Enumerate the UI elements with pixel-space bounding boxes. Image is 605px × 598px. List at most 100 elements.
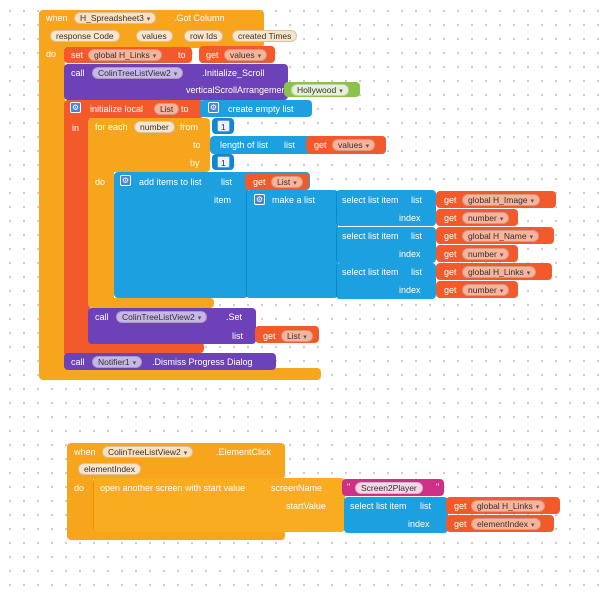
- param-created-times[interactable]: created Times: [232, 30, 298, 42]
- get-label-10: get: [263, 331, 276, 341]
- get-label: get: [206, 50, 219, 60]
- chevron-down-icon: ▾: [183, 450, 188, 457]
- param-values[interactable]: values: [136, 30, 173, 42]
- chevron-down-icon: ▾: [499, 252, 504, 259]
- event-block2-body-left: [67, 476, 93, 536]
- call-label: call: [71, 68, 85, 78]
- chevron-down-icon: ▾: [293, 180, 297, 187]
- gear-icon[interactable]: ⚙: [120, 175, 131, 186]
- chevron-down-icon: ▾: [531, 522, 535, 529]
- values-var-dropdown-2[interactable]: values▾: [332, 139, 376, 151]
- chevron-down-icon: ▾: [197, 315, 202, 322]
- select-list-item-links[interactable]: [336, 263, 436, 299]
- chevron-down-icon: ▾: [146, 16, 151, 23]
- hollywood-dropdown[interactable]: Hollywood▾: [291, 84, 349, 96]
- gear-icon[interactable]: ⚙: [208, 102, 219, 113]
- set-method-label: .Set: [226, 312, 243, 322]
- select-list-item-image[interactable]: [336, 190, 436, 226]
- tree-component-dropdown-3[interactable]: ColinTreeListView2▾: [102, 446, 194, 458]
- chevron-down-icon: ▾: [339, 88, 343, 95]
- item-label: item: [214, 195, 232, 205]
- param-response-code[interactable]: response Code: [50, 30, 120, 42]
- quote-close-icon: ": [436, 482, 440, 492]
- for-each-label: for each: [95, 122, 128, 132]
- get-label-3: get: [253, 177, 266, 187]
- number-var-dropdown-2[interactable]: number▾: [462, 248, 510, 260]
- list-label-3: list: [411, 195, 422, 205]
- number-var-dropdown-3[interactable]: number▾: [462, 284, 510, 296]
- open-another-screen-block[interactable]: [93, 478, 345, 532]
- param-element-index[interactable]: elementIndex: [78, 463, 142, 475]
- chevron-down-icon: ▾: [173, 71, 178, 78]
- select-list-item-label-4: select list item: [350, 501, 407, 511]
- number-var-field[interactable]: number: [134, 121, 175, 133]
- get-label-4: get: [444, 195, 457, 205]
- chevron-down-icon: ▾: [529, 234, 534, 241]
- initialize-local-footer: [64, 342, 204, 353]
- get-label-6: get: [444, 231, 457, 241]
- screen2player-text[interactable]: Screen2Player: [355, 482, 423, 494]
- do-label-3: do: [74, 483, 85, 493]
- component-dropdown[interactable]: H_Spreadsheet3▾: [74, 12, 157, 24]
- chevron-down-icon: ▾: [499, 216, 504, 223]
- list-var-dropdown-2[interactable]: List▾: [281, 330, 313, 342]
- when-label-2: when: [74, 447, 96, 457]
- make-a-list-block[interactable]: [246, 190, 338, 298]
- global-links-dropdown-3[interactable]: global H_Links▾: [471, 500, 546, 512]
- global-links-dropdown[interactable]: global H_Links▾: [88, 49, 163, 61]
- start-value-label: startValue: [286, 501, 326, 511]
- element-index-dropdown[interactable]: elementIndex▾: [471, 518, 541, 530]
- add-items-label: add items to list: [139, 177, 202, 187]
- gear-icon[interactable]: ⚙: [70, 102, 81, 113]
- chevron-down-icon: ▾: [132, 360, 137, 367]
- select-list-item-start-block[interactable]: [344, 497, 448, 533]
- call-label-3: call: [71, 357, 85, 367]
- get-label-11: get: [454, 501, 467, 511]
- values-var-dropdown[interactable]: values▾: [224, 49, 268, 61]
- get-label-8: get: [444, 267, 457, 277]
- set-label: set: [71, 50, 84, 60]
- tree-component-dropdown[interactable]: ColinTreeListView2▾: [92, 67, 184, 79]
- from-value[interactable]: 1: [217, 120, 230, 132]
- param-row-ids[interactable]: row Ids: [184, 30, 224, 42]
- to-label: to: [178, 50, 186, 60]
- global-image-dropdown[interactable]: global H_Image▾: [462, 194, 541, 206]
- element-click-event: .ElementClick: [216, 447, 272, 457]
- to-label-3: to: [193, 140, 201, 150]
- number-var-dropdown-1[interactable]: number▾: [462, 212, 510, 224]
- event-block2-footer: [67, 530, 285, 540]
- index-label: index: [399, 213, 421, 223]
- create-empty-list-block[interactable]: [200, 100, 312, 117]
- list-label-4: list: [411, 231, 422, 241]
- select-list-item-label-3: select list item: [342, 267, 399, 277]
- list-label-2: list: [221, 177, 232, 187]
- in-label: in: [72, 123, 80, 133]
- chevron-down-icon: ▾: [499, 288, 504, 295]
- quote-open-icon: ": [347, 482, 351, 492]
- initialize-local-body: [64, 114, 90, 354]
- list-label-6: list: [232, 331, 243, 341]
- notifier-dropdown[interactable]: Notifier1▾: [92, 356, 143, 368]
- length-of-list-label: length of list: [220, 140, 269, 150]
- chevron-down-icon: ▾: [152, 53, 157, 60]
- event-name: .Got Column: [174, 13, 225, 23]
- list-label-5: list: [411, 267, 422, 277]
- dismiss-method-label: .Dismiss Progress Dialog: [152, 357, 253, 367]
- by-value[interactable]: 1: [217, 156, 230, 168]
- index-label-4: index: [408, 519, 430, 529]
- tree-component-dropdown-2[interactable]: ColinTreeListView2▾: [116, 311, 208, 323]
- from-label: from: [180, 122, 198, 132]
- for-each-footer: [88, 298, 214, 308]
- screen-name-label: screenName: [271, 483, 323, 493]
- chevron-down-icon: ▾: [526, 270, 531, 277]
- gear-icon[interactable]: ⚙: [254, 194, 265, 205]
- index-label-3: index: [399, 285, 421, 295]
- list-var-field[interactable]: List: [154, 103, 180, 115]
- select-list-item-name[interactable]: [336, 227, 436, 263]
- do-label-2: do: [95, 177, 106, 187]
- global-name-dropdown[interactable]: global H_Name▾: [462, 230, 540, 242]
- initialize-local-label: initialize local: [90, 104, 144, 114]
- list-var-dropdown[interactable]: List▾: [271, 176, 303, 188]
- get-label-12: get: [454, 519, 467, 529]
- global-links-dropdown-2[interactable]: global H_Links▾: [462, 266, 537, 278]
